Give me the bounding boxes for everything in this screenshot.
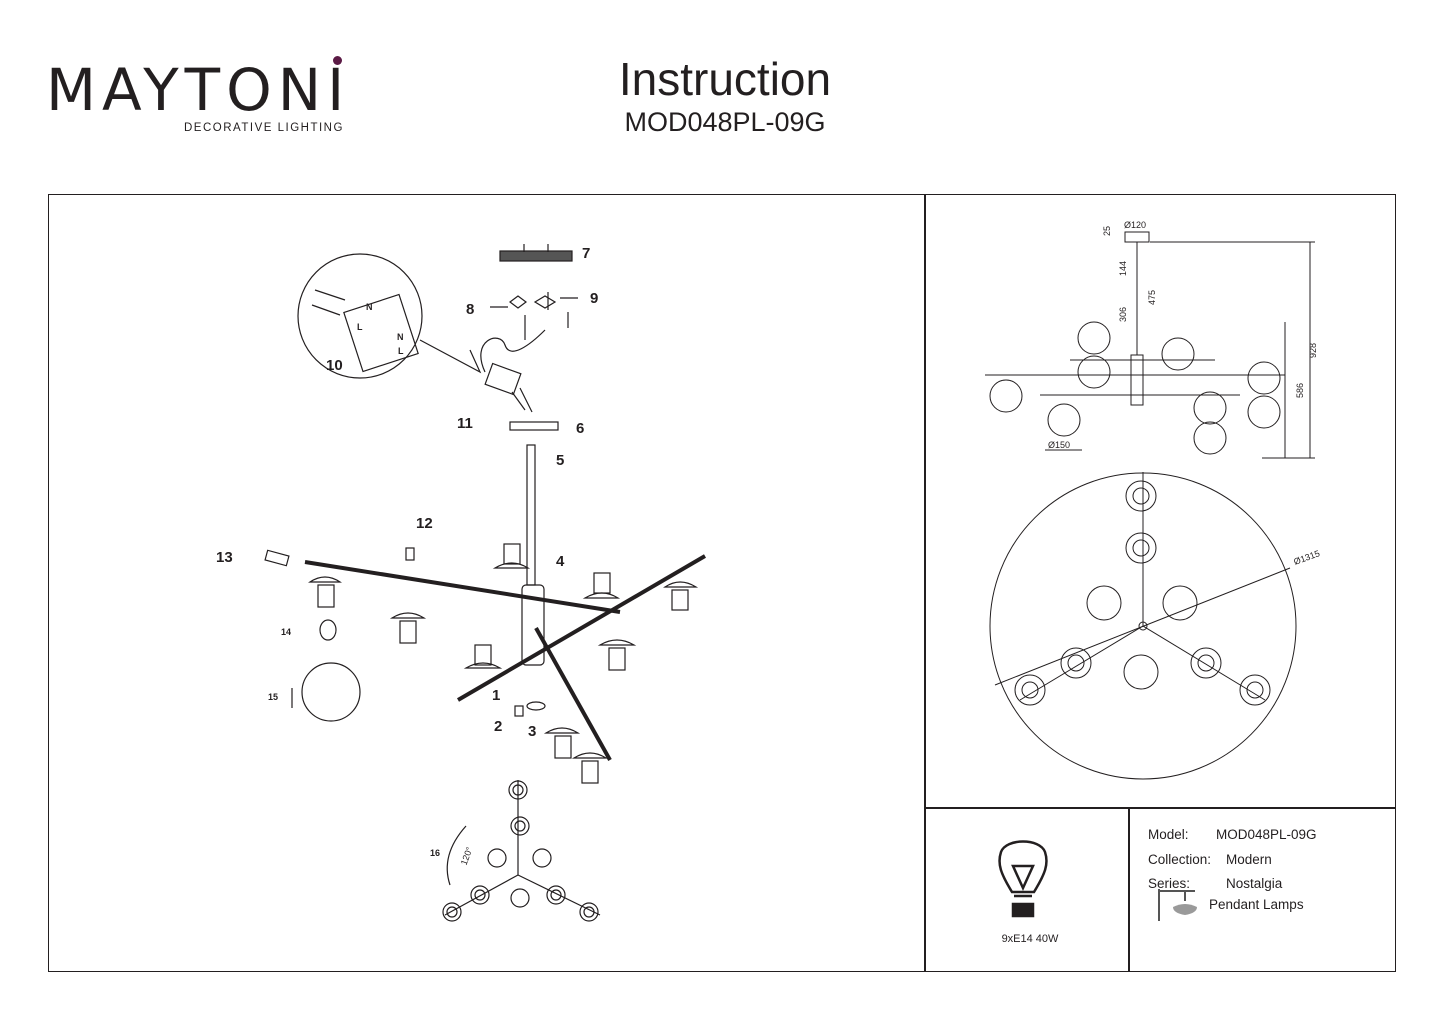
brand-name: MAYTONI xyxy=(46,56,351,124)
frame-divider-horizontal xyxy=(924,807,1396,809)
step-label: 1 xyxy=(492,687,500,704)
rod-segment-label: 144 xyxy=(1118,261,1128,276)
model-value: MOD048PL-09G xyxy=(1216,827,1317,842)
step-label: 7 xyxy=(582,245,590,262)
total-height-label: 928 xyxy=(1308,343,1318,358)
step-label: 12 xyxy=(416,515,433,532)
mounting-plate xyxy=(499,250,573,262)
step-label: 5 xyxy=(556,452,564,469)
page-model-number: MOD048PL-09G xyxy=(624,107,826,137)
pendant-lamp-icon xyxy=(1158,889,1197,921)
bulb-spec: 9xE14 40W xyxy=(1001,933,1059,945)
canopy-diameter-label: Ø120 xyxy=(1124,220,1146,230)
step-label: 8 xyxy=(466,301,474,318)
step-label: 14 xyxy=(281,627,291,637)
step-label: 10 xyxy=(326,357,343,374)
brand-logo: MAYTONI DECORATIVE LIGHTING xyxy=(46,56,346,138)
terminal-label: N xyxy=(397,332,404,342)
spec-divider xyxy=(1128,807,1130,972)
rod-total-label: 475 xyxy=(1147,290,1157,305)
shade-diameter-label: Ø150 xyxy=(1048,440,1070,450)
brand-tagline: DECORATIVE LIGHTING xyxy=(184,122,344,134)
step-label: 3 xyxy=(528,723,536,740)
collection-label: Collection: xyxy=(1148,852,1212,867)
category-value: Pendant Lamps xyxy=(1209,897,1304,912)
step-label: 11 xyxy=(457,415,473,432)
step-label: 13 xyxy=(216,549,233,566)
page-title: Instruction xyxy=(618,53,832,105)
model-label: Model: xyxy=(1148,827,1189,842)
step-labels: 7 8 9 10 11 6 5 12 13 4 14 15 1 2 3 16 1… xyxy=(216,245,598,866)
step-label: 9 xyxy=(590,290,598,307)
series-value: Nostalgia xyxy=(1226,876,1283,891)
series-label: Series: xyxy=(1148,876,1191,891)
bracket-icon xyxy=(509,295,527,309)
frame-divider-vertical xyxy=(924,194,926,972)
drop-label: 306 xyxy=(1118,307,1128,322)
terminal-label: L xyxy=(398,346,404,356)
canopy-height-label: 25 xyxy=(1102,226,1112,236)
step-label: 15 xyxy=(268,692,278,702)
side-view-diagram: Ø120 25 144 475 306 928 586 Ø150 xyxy=(985,220,1318,459)
collection-value: Modern xyxy=(1226,852,1272,867)
bracket-icon xyxy=(533,295,557,309)
plan-view-diagram: Ø1315 xyxy=(989,472,1321,780)
assembly-diagram: 7 8 9 10 11 6 5 12 13 4 14 15 1 2 3 16 1… xyxy=(216,244,707,922)
bulb-icon xyxy=(998,840,1048,918)
terminal-label: N xyxy=(366,302,373,312)
drawing-frame xyxy=(48,194,1396,972)
step-label: 4 xyxy=(556,553,565,570)
step-label: 2 xyxy=(494,718,502,735)
step-label: 16 xyxy=(430,848,440,858)
body-height-label: 586 xyxy=(1295,383,1305,398)
terminal-label: L xyxy=(357,322,363,332)
rotation-angle: 120° xyxy=(459,845,475,866)
step-label: 6 xyxy=(576,420,584,437)
shade-group xyxy=(308,543,699,784)
brand-accent-dot xyxy=(333,56,342,65)
